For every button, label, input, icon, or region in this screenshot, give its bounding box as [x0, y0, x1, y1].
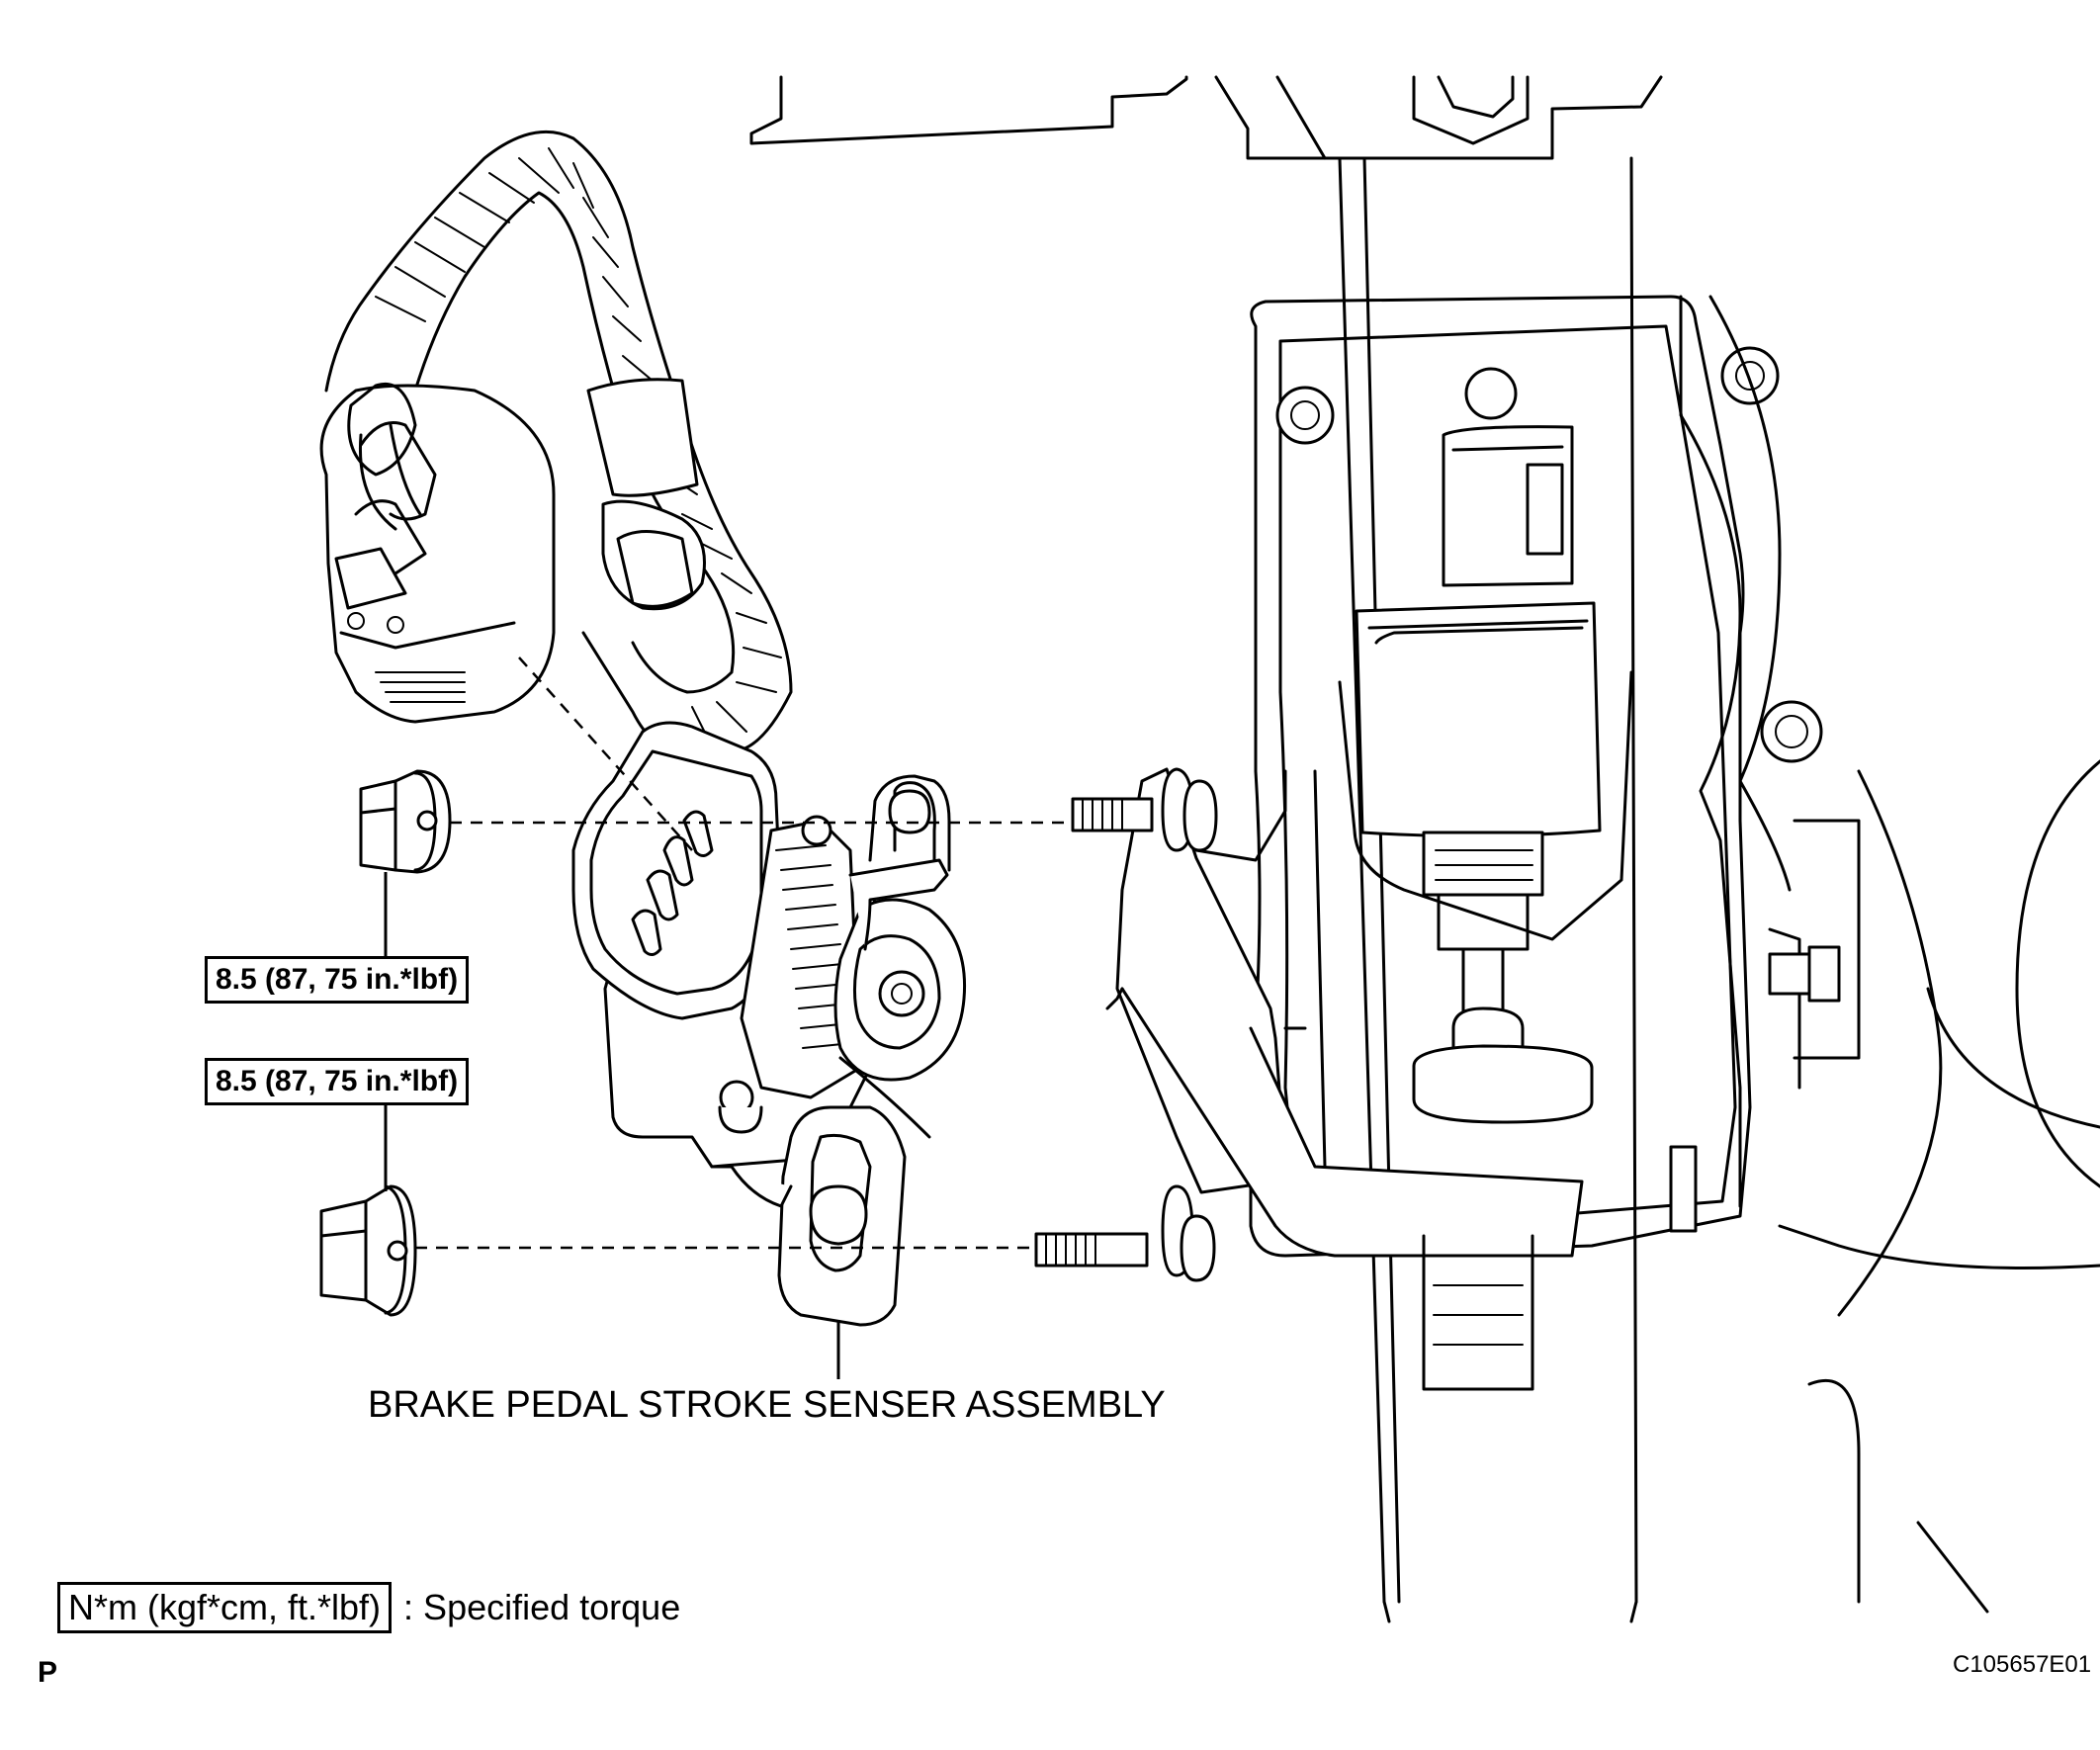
flange-nut-upper [361, 771, 450, 872]
stop-light-switch [1340, 427, 1631, 1122]
bracket-washers [1163, 769, 1216, 1280]
master-cylinder-edge [1384, 761, 2100, 1621]
page-letter: P [38, 1656, 58, 1689]
alignment-lines [415, 657, 1073, 1248]
flange-nut-lower [321, 1186, 415, 1315]
brake-pedal-arm [1340, 158, 1636, 1602]
torque-legend-text: : Specified torque [403, 1587, 681, 1627]
part-label-stroke-sensor: BRAKE PEDAL STROKE SENSER ASSEMBLY [368, 1384, 1166, 1426]
harness-connector [321, 380, 704, 722]
torque-legend: N*m (kgf*cm, ft.*lbf) : Specified torque [57, 1582, 680, 1633]
torque-callout-upper: 8.5 (87, 75 in.*lbf) [205, 956, 470, 1004]
stroke-sensor-assembly [573, 723, 965, 1325]
side-bracket [1671, 297, 1859, 1231]
pedal-support-bracket [751, 77, 1661, 158]
torque-callout-lower: 8.5 (87, 75 in.*lbf) [205, 1058, 470, 1105]
pedal-bracket-plate [1107, 769, 1582, 1389]
leader-lines [386, 872, 838, 1379]
figure-code: C105657E01 [1953, 1651, 2092, 1678]
mounting-studs [1036, 799, 1152, 1266]
torque-legend-unit: N*m (kgf*cm, ft.*lbf) [57, 1582, 393, 1633]
mounting-bracket [1251, 297, 1821, 1256]
